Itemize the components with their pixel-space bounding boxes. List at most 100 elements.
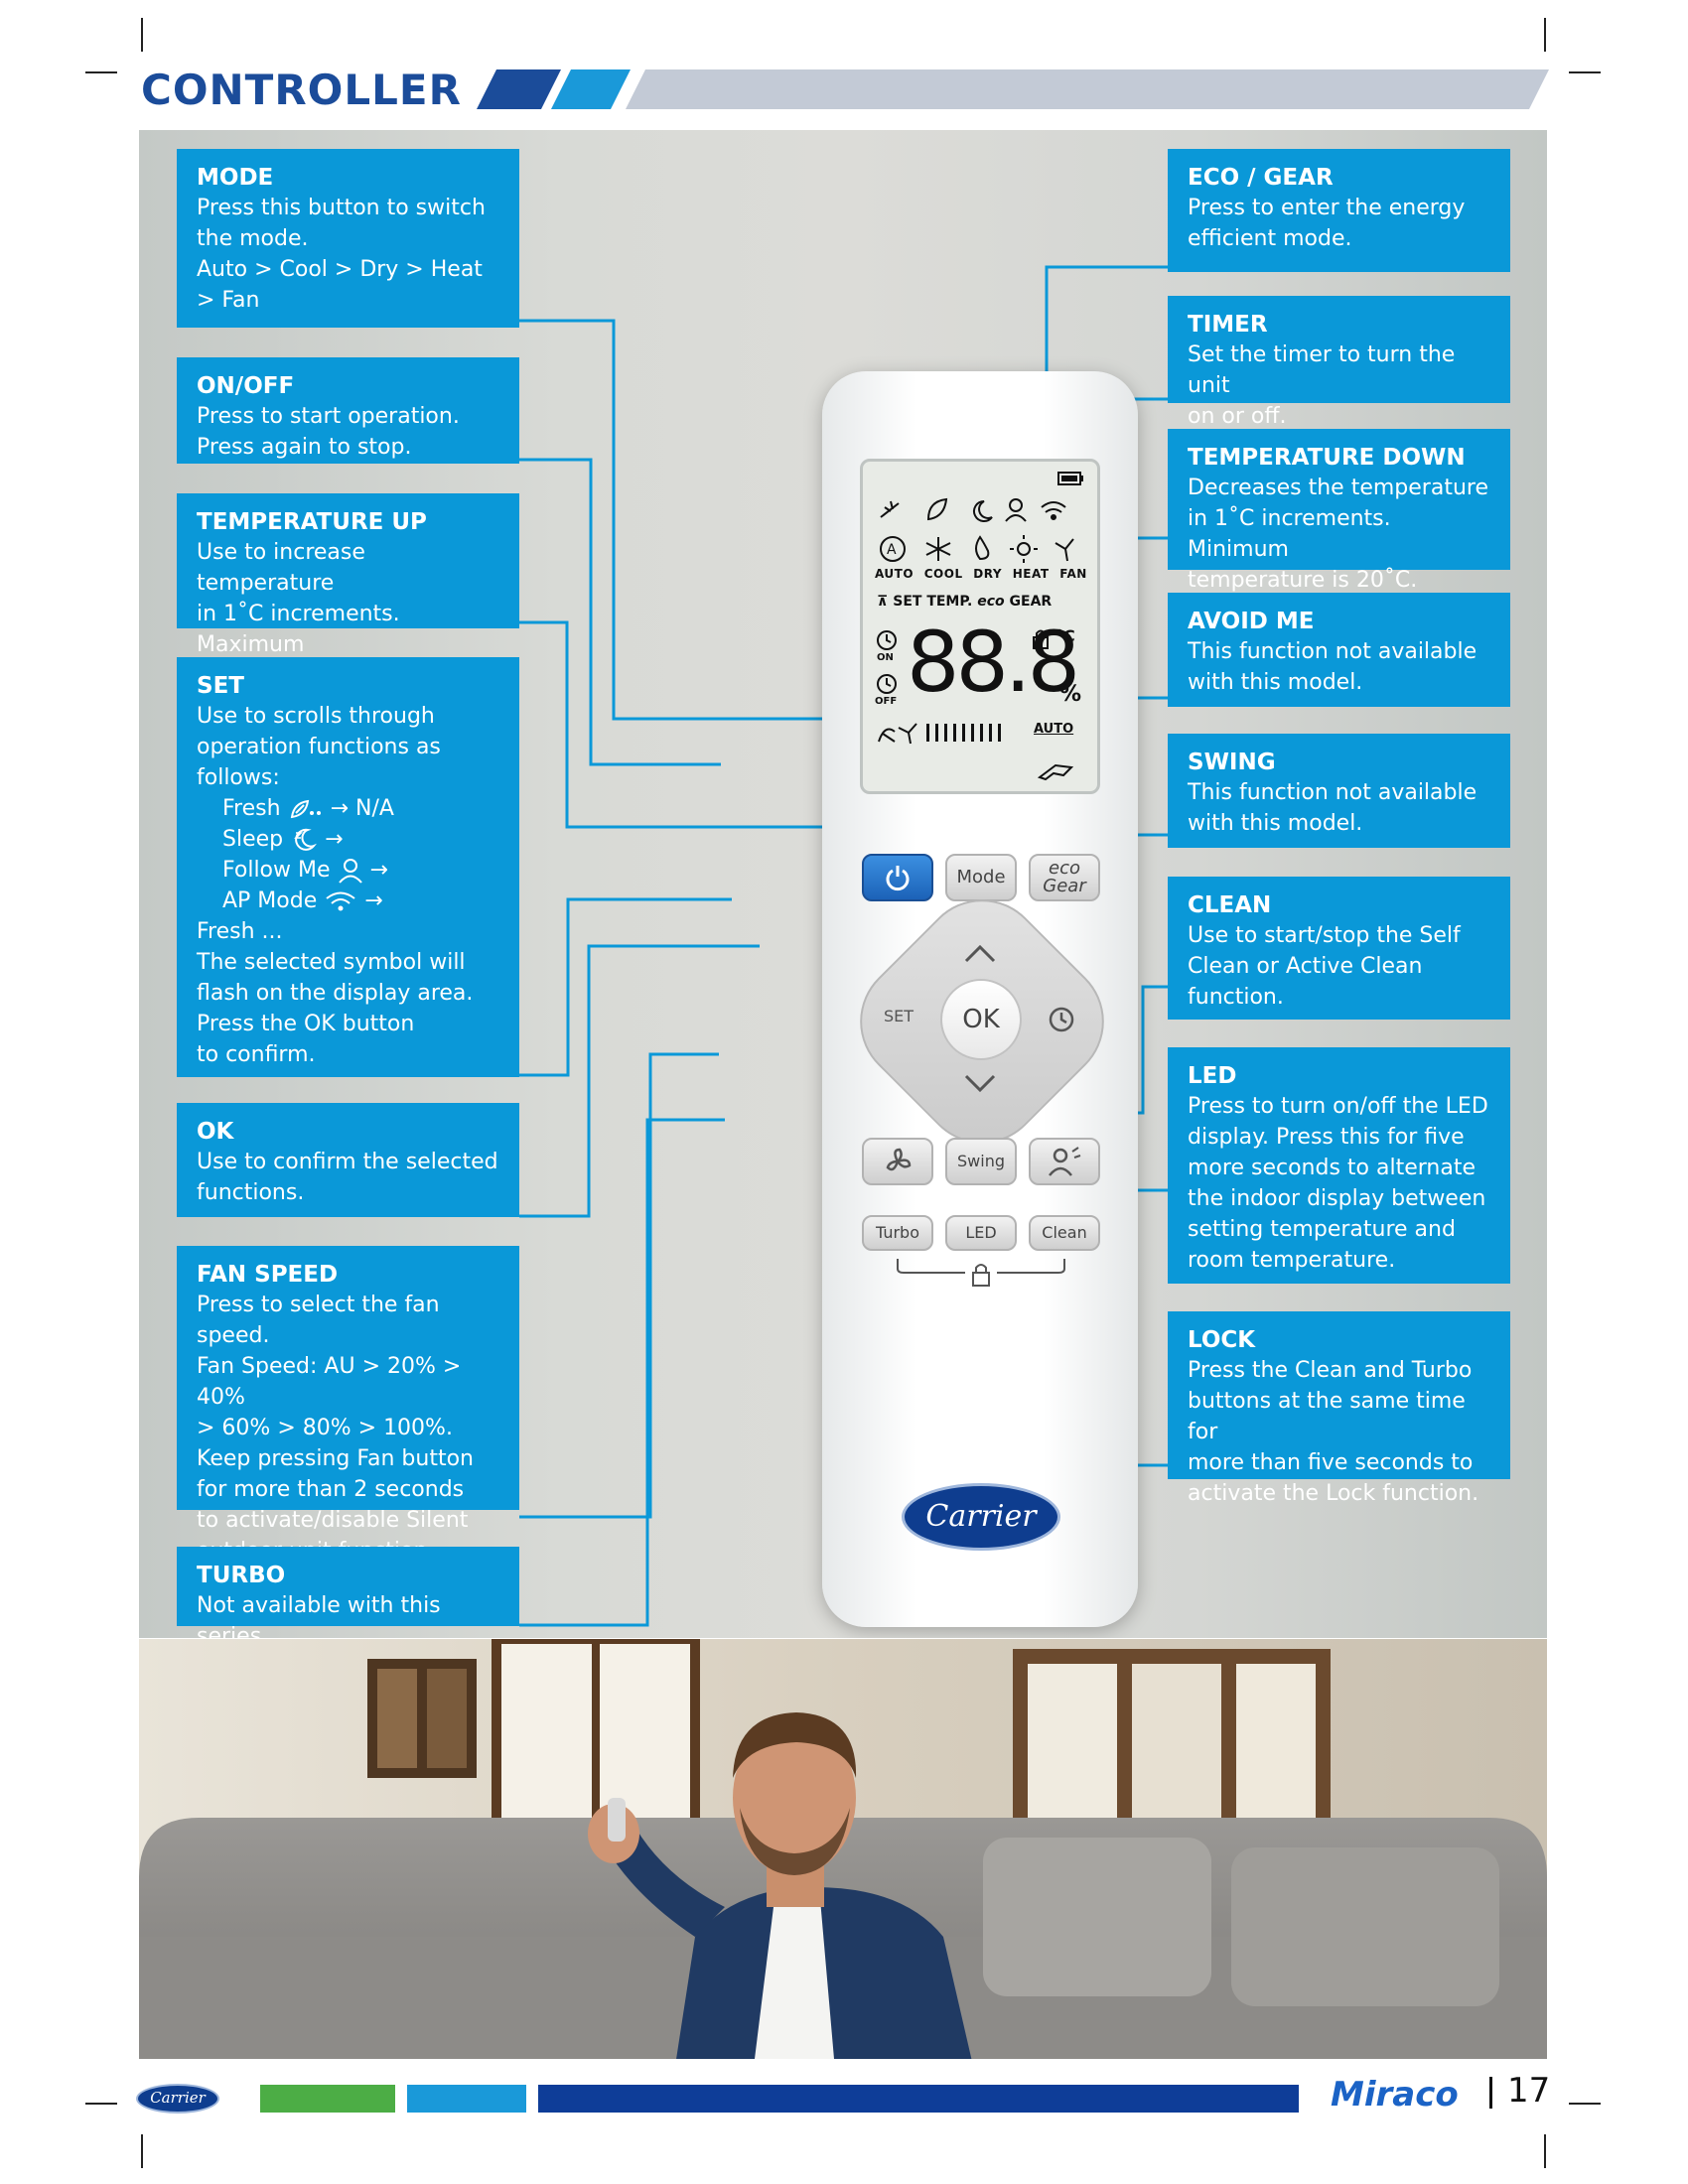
callout-title: TEMPERATURE UP (197, 509, 427, 535)
crop-mark (85, 2103, 117, 2105)
set-item-sleep: Sleep → (197, 824, 499, 855)
lcd-display: A AUTO COOL DRY HEAT FAN ⊼ SET TEMP. eco… (860, 459, 1100, 794)
svg-text:A: A (887, 542, 897, 558)
callout-text: Press to select the fan speed. Fan Speed… (197, 1293, 474, 1564)
callout-text: Press this button to switch the mode. Au… (197, 196, 486, 313)
crop-mark (141, 18, 143, 52)
callout-text: Decreases the temperature in 1˚C increme… (1188, 476, 1488, 593)
arrow-icon: → (364, 888, 383, 913)
callout-mode: MODE Press this button to switch the mod… (177, 149, 519, 328)
callout-text: Press to enter the energy efficient mode… (1188, 196, 1466, 251)
callout-ok: OK Use to confirm the selected functions… (177, 1103, 519, 1217)
lcd-digits: 88.8 (907, 614, 1080, 711)
lcd-set-temp: SET TEMP. (893, 594, 973, 610)
remote-control: A AUTO COOL DRY HEAT FAN ⊼ SET TEMP. eco… (822, 371, 1138, 1627)
temp-down-button[interactable] (963, 1072, 997, 1094)
lcd-off: OFF (875, 696, 898, 707)
eco-gear-top: eco (1049, 858, 1080, 879)
callout-text: This function not available with this mo… (1188, 780, 1477, 836)
callout-turbo: TURBO Not available with this series (177, 1547, 519, 1638)
set-item-label: Follow Me (222, 858, 331, 883)
clean-button[interactable]: Clean (1029, 1215, 1100, 1251)
callout-title: LOCK (1188, 1327, 1256, 1353)
set-item-label: AP Mode (222, 888, 318, 913)
swing-button[interactable]: Swing (945, 1138, 1017, 1185)
callout-outro: The selected symbol will flash on the di… (197, 950, 474, 1067)
callout-text: Use to confirm the selected functions. (197, 1150, 498, 1205)
ok-button[interactable]: OK (940, 979, 1022, 1060)
controller-panel: MODE Press this button to switch the mod… (139, 130, 1547, 1638)
footer-color-bars (260, 2085, 1299, 2113)
set-item-fresh: Fresh → N/A (197, 793, 499, 824)
footer-carrier-logo: Carrier (136, 2084, 219, 2114)
set-item-follow-me: Follow Me → (197, 855, 499, 886)
callout-onoff: ON/OFF Press to start operation. Press a… (177, 357, 519, 464)
eco-gear-bottom: Gear (1043, 876, 1086, 896)
callout-title: ECO / GEAR (1188, 165, 1334, 191)
callout-text: Press to start operation. Press again to… (197, 404, 460, 460)
crop-mark (85, 71, 117, 73)
lcd-mode-fan: FAN (1059, 567, 1087, 581)
crop-mark (1569, 2103, 1601, 2105)
set-item-label: Sleep (222, 827, 284, 852)
callout-title: TEMPERATURE DOWN (1188, 445, 1466, 471)
callout-title: LED (1188, 1063, 1237, 1089)
footer-divider (1489, 2077, 1492, 2109)
arrow-icon: → (330, 796, 349, 821)
callout-temperature-up: TEMPERATURE UP Use to increase temperatu… (177, 493, 519, 688)
battery-icon (1057, 472, 1083, 485)
callout-title: CLEAN (1188, 892, 1272, 918)
callout-text: Press to turn on/off the LED display. Pr… (1188, 1094, 1488, 1273)
lcd-unit-c: °C (1055, 626, 1075, 645)
callout-loop: Fresh ... (197, 919, 283, 944)
lock-icon (1033, 629, 1049, 649)
lcd-mode-cool: COOL (923, 567, 963, 581)
callout-clean: CLEAN Use to start/stop the Self Clean o… (1168, 877, 1510, 1020)
lcd-function-icons (880, 497, 1066, 522)
callout-title: MODE (197, 165, 274, 191)
lcd-gear: GEAR (1009, 594, 1053, 610)
lcd-mode-auto: AUTO (875, 567, 914, 581)
callout-led: LED Press to turn on/off the LED display… (1168, 1047, 1510, 1284)
crop-mark (1569, 71, 1601, 73)
onoff-button[interactable] (862, 854, 933, 901)
lcd-mode-dry: DRY (973, 567, 1003, 581)
fresh-icon (290, 799, 321, 819)
temp-up-button[interactable] (963, 943, 997, 965)
timer-button[interactable] (1047, 1005, 1076, 1034)
callout-temperature-down: TEMPERATURE DOWN Decreases the temperatu… (1168, 429, 1510, 593)
mode-button[interactable]: Mode (945, 854, 1017, 901)
arrow-icon: → (369, 858, 388, 883)
lcd-mode-labels: AUTO COOL DRY HEAT FAN (875, 567, 1087, 581)
lcd-set-temp-row: ⊼ SET TEMP. eco GEAR (877, 594, 1052, 610)
lcd-fan-speed-bar (878, 723, 1001, 745)
callout-timer: TIMER Set the timer to turn the unit on … (1168, 296, 1510, 429)
crop-mark (141, 2134, 143, 2168)
callout-avoid-me: AVOID ME This function not available wit… (1168, 593, 1510, 707)
living-room-photo (139, 1639, 1547, 2059)
set-button[interactable]: SET (884, 1007, 914, 1025)
set-item-label: Fresh (222, 796, 281, 821)
callout-text: Set the timer to turn the unit on or off… (1188, 342, 1456, 429)
led-button[interactable]: LED (945, 1215, 1017, 1251)
turbo-button[interactable]: Turbo (862, 1215, 933, 1251)
avoid-me-button[interactable] (1029, 1138, 1100, 1185)
callout-text: This function not available with this mo… (1188, 639, 1477, 695)
callout-lock: LOCK Press the Clean and Turbo buttons a… (1168, 1311, 1510, 1506)
antenna-icon: ⊼ (877, 594, 889, 610)
callout-title: TIMER (1188, 312, 1268, 338)
eco-gear-button[interactable]: eco Gear (1029, 854, 1100, 901)
set-item-fresh-suffix: N/A (355, 796, 394, 821)
callout-title: OK (197, 1119, 234, 1145)
power-icon (886, 866, 910, 891)
arrow-icon: → (325, 827, 344, 852)
callout-title: FAN SPEED (197, 1262, 339, 1288)
callout-text: Press the Clean and Turbo buttons at the… (1188, 1358, 1479, 1506)
lcd-mode-heat: HEAT (1012, 567, 1050, 581)
lcd-mode-icons: A (880, 535, 1074, 563)
fan-speed-button[interactable] (862, 1138, 933, 1185)
avoid-me-icon (1049, 1147, 1081, 1176)
callout-text: Use to start/stop the Self Clean or Acti… (1188, 923, 1461, 1010)
lcd-fan-auto: AUTO (1034, 722, 1074, 737)
lock-combo-indicator (897, 1259, 1065, 1287)
